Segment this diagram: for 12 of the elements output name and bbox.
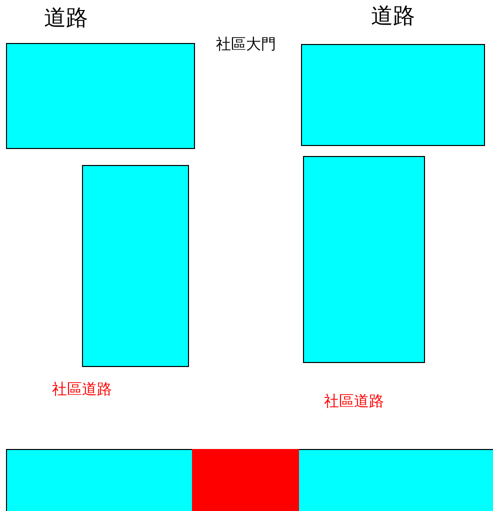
plot-block (6, 43, 195, 149)
plot-block (299, 449, 493, 511)
community-road-label: 社區道路 (324, 394, 384, 409)
plot-block (303, 156, 425, 363)
plot-block (6, 449, 192, 511)
highlighted-block (192, 449, 299, 511)
road-label: 道路 (44, 8, 88, 30)
road-label: 道路 (371, 6, 415, 28)
plot-block (301, 44, 485, 146)
community-road-label: 社區道路 (52, 382, 112, 397)
plot-block (82, 165, 189, 367)
gate-label: 社區大門 (216, 37, 276, 52)
